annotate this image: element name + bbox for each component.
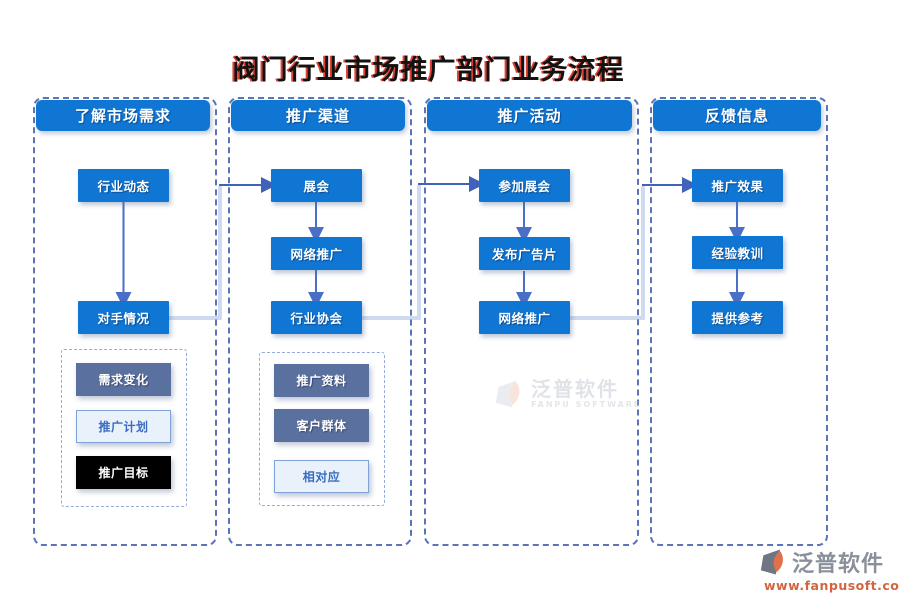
watermark-logo-icon [495,380,520,408]
node-online-promotion: 网络推广 [271,237,362,270]
watermark-text: 泛普软件 FANPU SOFTWARE [531,378,641,409]
subnode-demand-change: 需求变化 [76,363,171,396]
lane-feedback-info [650,97,828,546]
lane-market-demand [33,97,217,546]
watermark: 泛普软件 FANPU SOFTWARE [495,378,641,410]
subnode-customer-groups: 客户群体 [274,409,369,442]
node-exhibition: 展会 [271,169,362,202]
node-join-exhibition: 参加展会 [479,169,570,202]
footer-brand-name: 泛普软件 [792,552,885,577]
node-publish-ads: 发布广告片 [479,237,570,270]
lane-header-promotion-activities: 推广活动 [427,100,632,131]
page-title: 阀门行业市场推广部门业务流程 [232,55,625,86]
node-promotion-effect: 推广效果 [692,169,783,202]
subnode-corresponding: 相对应 [274,460,369,493]
node-online-promotion-activity: 网络推广 [479,301,570,334]
node-industry-trends: 行业动态 [78,169,169,202]
watermark-brand-cn: 泛普软件 [531,377,619,401]
footer-brand-website[interactable]: www.fanpusoft.com [764,578,900,593]
lane-promotion-activities [424,97,639,546]
lane-header-market-demand: 了解市场需求 [36,100,210,131]
node-industry-association: 行业协会 [271,301,362,334]
lane-header-feedback-info: 反馈信息 [653,100,821,131]
footer-brand-logo-icon [760,549,783,575]
watermark-brand-en: FANPU SOFTWARE [531,400,642,409]
lane-header-promotion-channels: 推广渠道 [231,100,405,131]
subgroup-promotion-channels [259,352,385,506]
node-competitor-status: 对手情况 [78,301,169,334]
subnode-promotion-materials: 推广资料 [274,364,369,397]
subnode-promotion-plan: 推广计划 [76,410,171,443]
subgroup-market-demand [61,349,187,507]
footer-brand-row: 泛普软件 [760,546,900,578]
node-lessons-learned: 经验教训 [692,236,783,269]
lane-promotion-channels [228,97,412,546]
node-provide-reference: 提供参考 [692,301,783,334]
footer-brand[interactable]: 泛普软件 www.fanpusoft.com [760,546,900,593]
subnode-promotion-goal: 推广目标 [76,456,171,489]
